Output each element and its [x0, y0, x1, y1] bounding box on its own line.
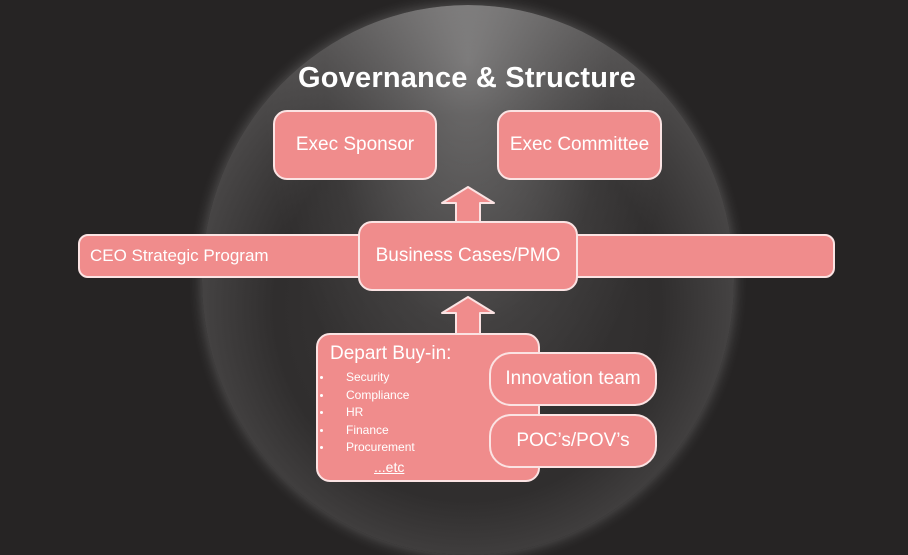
ceo-strategic-program-label: CEO Strategic Program: [90, 246, 269, 265]
up-arrow-to-business-cases: [441, 296, 495, 336]
exec-committee-node: Exec Committee: [497, 110, 662, 180]
up-arrow-to-exec: [441, 186, 495, 226]
department-item: HR: [320, 404, 415, 422]
business-cases-pmo-node: Business Cases/PMO: [358, 221, 578, 291]
exec-sponsor-node: Exec Sponsor: [273, 110, 437, 180]
depart-etc-label: ...etc: [374, 459, 405, 475]
innovation-team-node: Innovation team: [489, 352, 657, 406]
department-item: Finance: [320, 422, 415, 440]
department-list: Security Compliance HR Finance Procureme…: [320, 369, 415, 457]
department-item: Security: [320, 369, 415, 387]
depart-buy-in-title: Depart Buy-in:: [330, 343, 452, 364]
diagram-title: Governance & Structure: [298, 62, 636, 94]
department-item: Compliance: [320, 387, 415, 405]
department-item: Procurement: [320, 439, 415, 457]
pocs-povs-node: POC’s/POV’s: [489, 414, 657, 468]
